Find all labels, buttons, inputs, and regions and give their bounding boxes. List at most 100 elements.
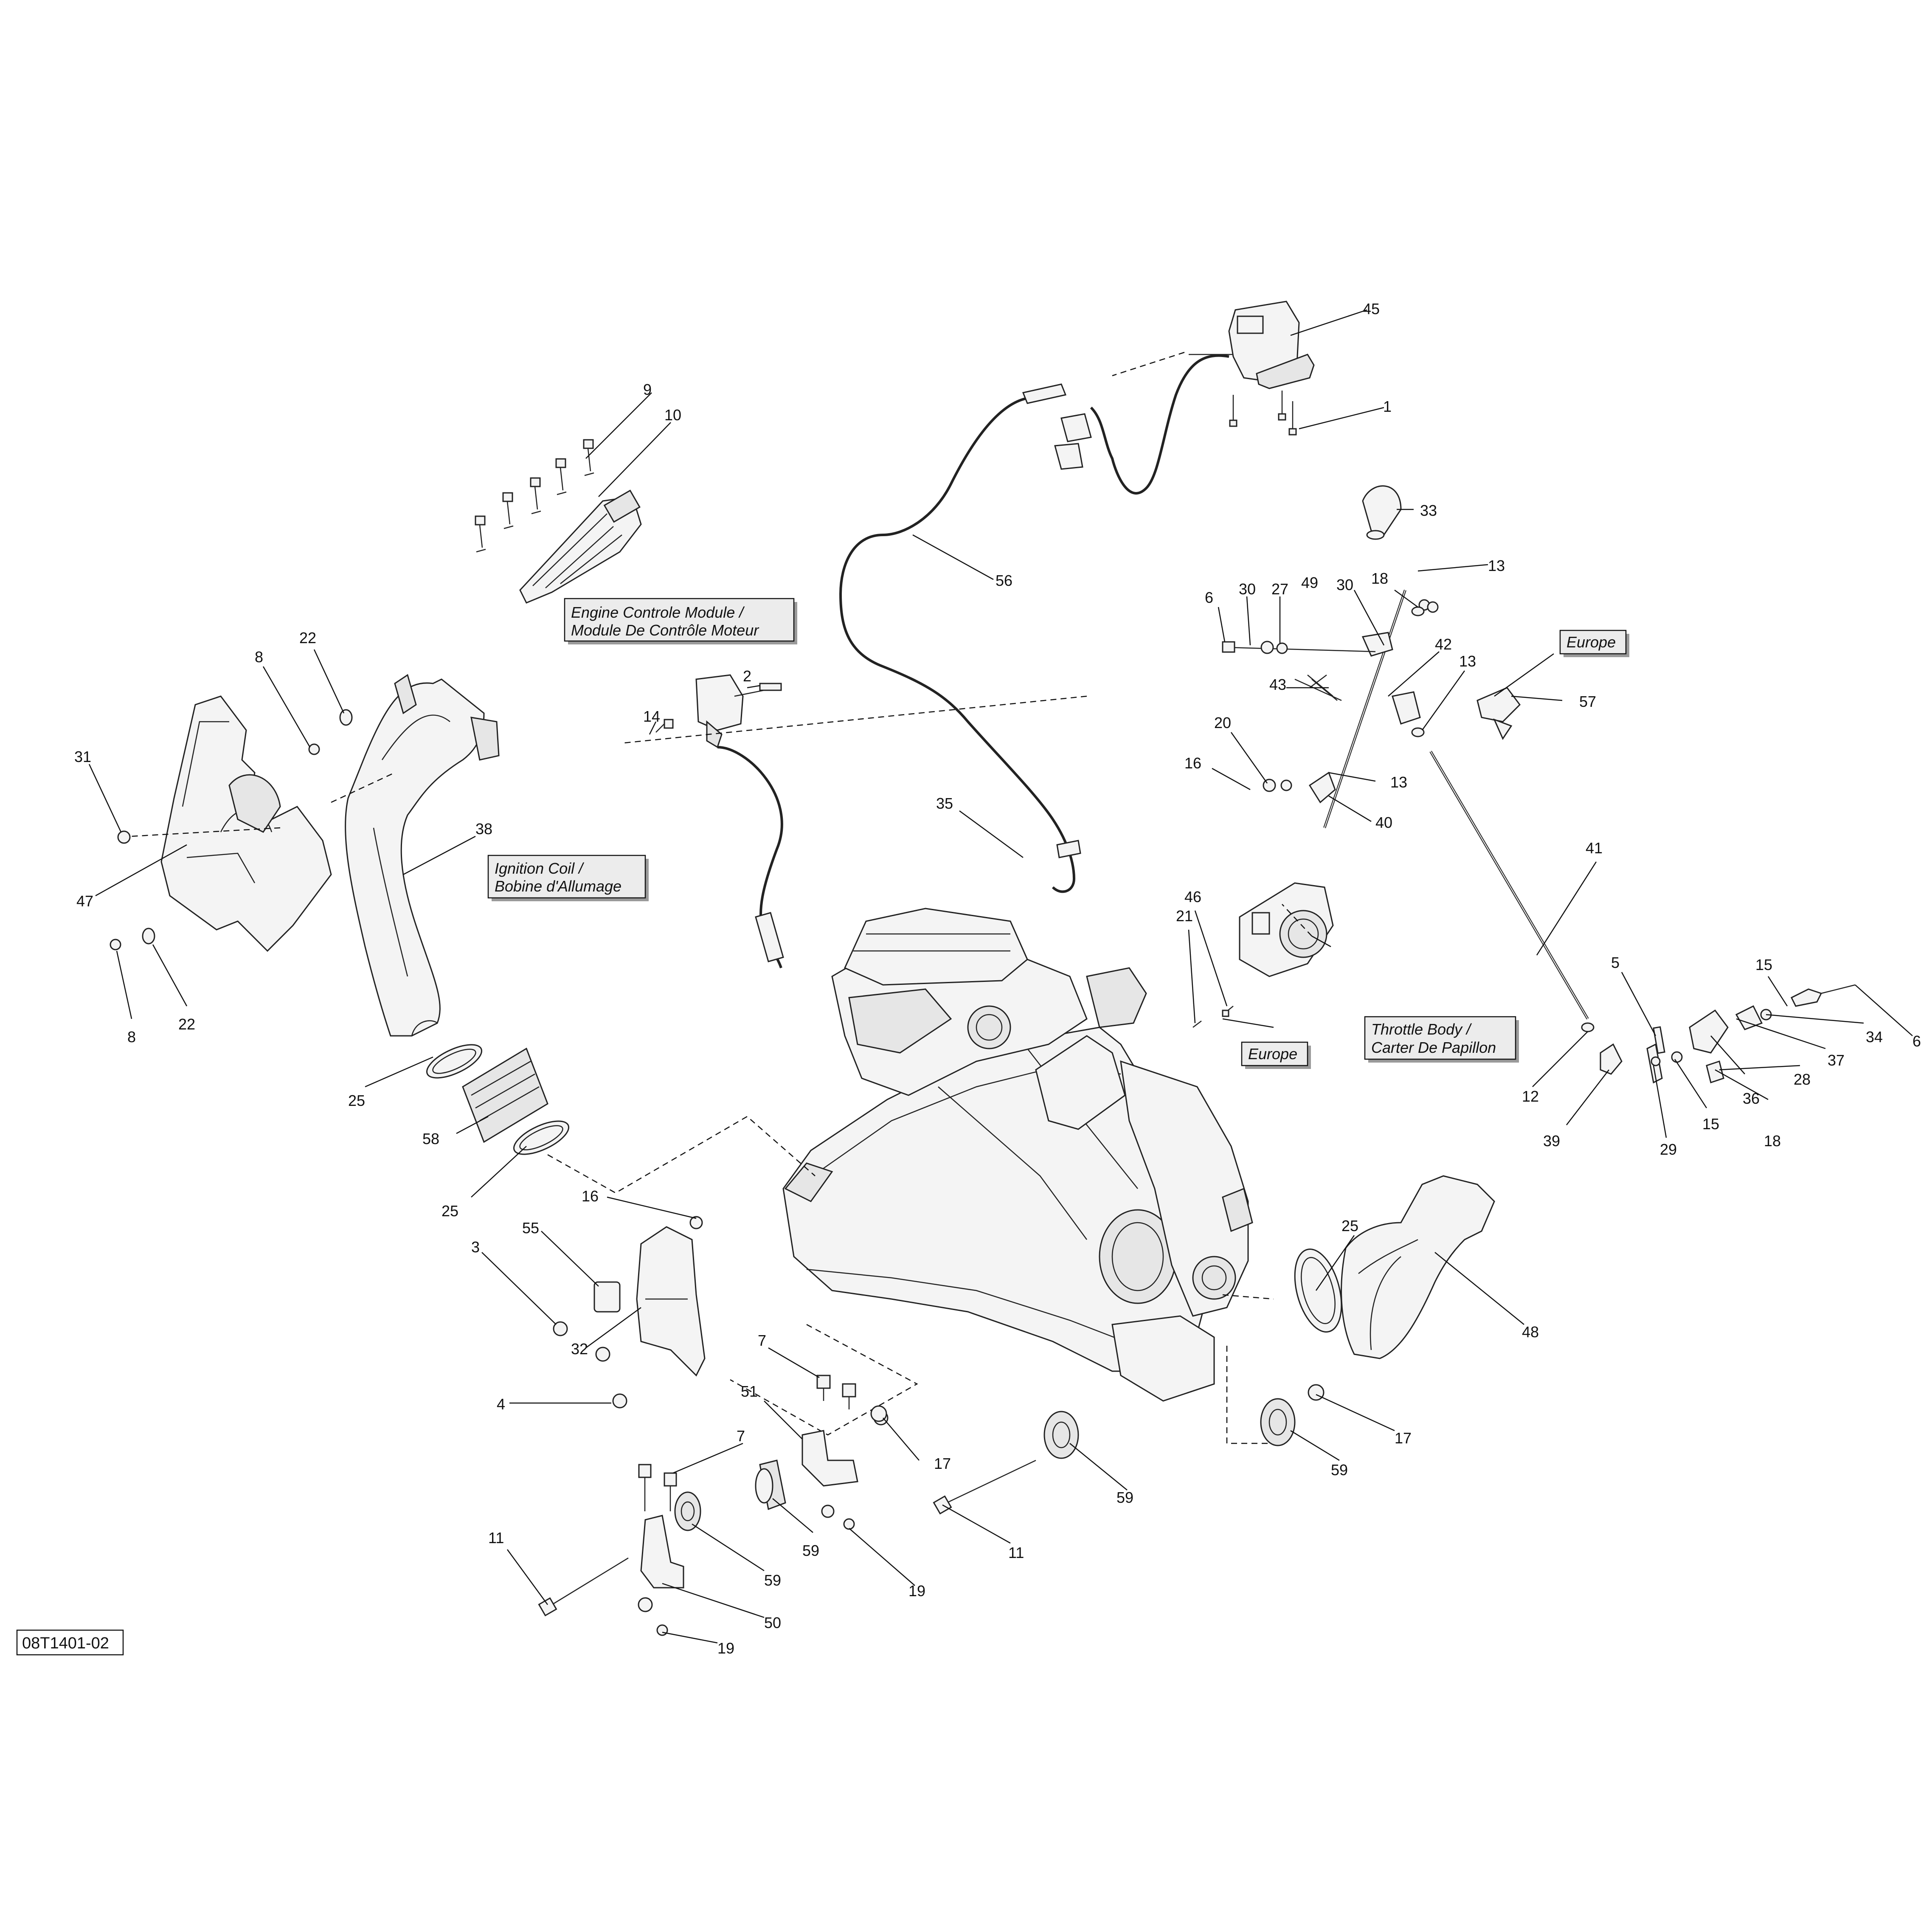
callout-25: 25: [348, 1092, 365, 1109]
callout-9: 9: [643, 381, 652, 398]
callout-14: 14: [643, 708, 660, 725]
heat-shield: [160, 695, 332, 952]
callout-55: 55: [522, 1219, 539, 1237]
callout-28: 28: [1794, 1071, 1811, 1088]
callout-22: 22: [299, 629, 316, 647]
callout-27: 27: [1271, 580, 1288, 598]
callout-6: 6: [1912, 1032, 1921, 1050]
ecm-label-box: Engine Controle Module / Module De Contr…: [564, 598, 797, 644]
wiring-harness: [839, 352, 1229, 893]
europe-label-2: Europe: [1566, 633, 1616, 651]
callout-15: 15: [1702, 1115, 1719, 1133]
leader-lines: [88, 309, 1913, 1644]
coil-label-box: Ignition Coil / Bobine d'Allumage: [487, 855, 649, 901]
callout-35: 35: [936, 795, 953, 812]
callout-37: 37: [1828, 1052, 1845, 1069]
callout-42: 42: [1435, 636, 1452, 653]
callout-19: 19: [908, 1582, 925, 1600]
callout-6: 6: [1205, 589, 1213, 606]
callout-57: 57: [1579, 693, 1596, 710]
callout-48: 48: [1522, 1323, 1539, 1341]
engine-assembly: [782, 908, 1253, 1402]
callout-36: 36: [1743, 1090, 1760, 1107]
callout-2: 2: [743, 667, 751, 685]
callout-3: 3: [471, 1238, 480, 1256]
right-linkage: [1600, 984, 1856, 1084]
callout-39: 39: [1543, 1132, 1560, 1150]
intake-clamps: [426, 1044, 570, 1155]
callout-30: 30: [1239, 580, 1256, 598]
callout-41: 41: [1586, 839, 1603, 857]
ecm-label-line1: Engine Controle Module /: [571, 604, 745, 621]
callout-7: 7: [737, 1427, 745, 1445]
left-mount-assembly: [538, 1464, 701, 1636]
callout-10: 10: [664, 406, 681, 424]
callout-16: 16: [582, 1187, 599, 1205]
callout-18: 18: [1371, 570, 1388, 587]
throttle-pedal-sensor: [1189, 301, 1315, 436]
callout-30: 30: [1336, 576, 1353, 593]
callout-25: 25: [442, 1202, 458, 1220]
callout-51: 51: [741, 1383, 758, 1400]
callout-31: 31: [74, 748, 91, 765]
ignition-coil: [655, 674, 784, 968]
coil-label-line1: Ignition Coil /: [495, 860, 585, 877]
callout-1: 1: [1383, 398, 1392, 415]
callout-13: 13: [1488, 557, 1505, 574]
throttle-screws: [1192, 1006, 1234, 1028]
callout-59: 59: [764, 1572, 781, 1589]
callout-58: 58: [422, 1130, 439, 1147]
callout-49: 49: [1301, 574, 1318, 591]
callout-34: 34: [1866, 1028, 1883, 1046]
throttle-linkage: [1222, 485, 1439, 828]
callout-7: 7: [758, 1332, 766, 1349]
callout-11: 11: [488, 1529, 504, 1547]
throttle-label-line1: Throttle Body /: [1371, 1021, 1472, 1038]
ecm-label-line2: Module De Contrôle Moteur: [571, 622, 759, 639]
callout-16: 16: [1184, 754, 1201, 772]
callout-11: 11: [1008, 1544, 1024, 1561]
rear-mount-assembly: [755, 1375, 889, 1530]
callout-17: 17: [934, 1455, 951, 1472]
callout-59: 59: [1331, 1461, 1348, 1479]
callout-4: 4: [497, 1395, 505, 1413]
callout-21: 21: [1176, 907, 1193, 925]
callout-18: 18: [1764, 1132, 1781, 1150]
europe-label-box-1: Europe: [1241, 1041, 1311, 1069]
coil-label-line2: Bobine d'Allumage: [495, 877, 622, 895]
callout-38: 38: [475, 820, 492, 838]
diagram-reference-box: 08T1401-02: [16, 1629, 124, 1656]
callout-17: 17: [1395, 1429, 1412, 1447]
callout-8: 8: [255, 648, 263, 666]
center-mounts: [870, 1384, 1325, 1515]
callout-numbers: 45 1 9 10 56 33 13 18 30 27 49 30 6 42 1…: [74, 300, 1921, 1657]
air-inlet-duct: [345, 674, 500, 1037]
throttle-body: [1239, 882, 1334, 977]
europe-label-box-2: Europe: [1559, 630, 1629, 657]
callout-59: 59: [802, 1542, 819, 1559]
callout-8: 8: [127, 1028, 136, 1046]
callout-33: 33: [1420, 502, 1437, 519]
callout-5: 5: [1611, 954, 1620, 971]
ecm-bolts: [475, 439, 594, 553]
intake-duct-right: [1294, 1175, 1495, 1359]
callout-47: 47: [76, 892, 93, 910]
callout-15: 15: [1755, 956, 1772, 973]
callout-56: 56: [996, 572, 1012, 589]
europe-label-1: Europe: [1248, 1045, 1297, 1063]
callout-12: 12: [1522, 1088, 1539, 1105]
throttle-label-line2: Carter De Papillon: [1371, 1039, 1496, 1056]
callout-46: 46: [1184, 888, 1201, 906]
callout-59: 59: [1116, 1489, 1133, 1506]
callout-19: 19: [717, 1640, 734, 1657]
callout-45: 45: [1363, 300, 1380, 318]
callout-32: 32: [571, 1340, 588, 1358]
shield-fasteners: [110, 709, 353, 951]
callout-40: 40: [1375, 814, 1392, 831]
callout-29: 29: [1660, 1141, 1677, 1158]
callout-25: 25: [1341, 1217, 1358, 1235]
callout-20: 20: [1214, 714, 1231, 731]
front-mount-bracket: [553, 1216, 706, 1409]
callout-50: 50: [764, 1614, 781, 1631]
